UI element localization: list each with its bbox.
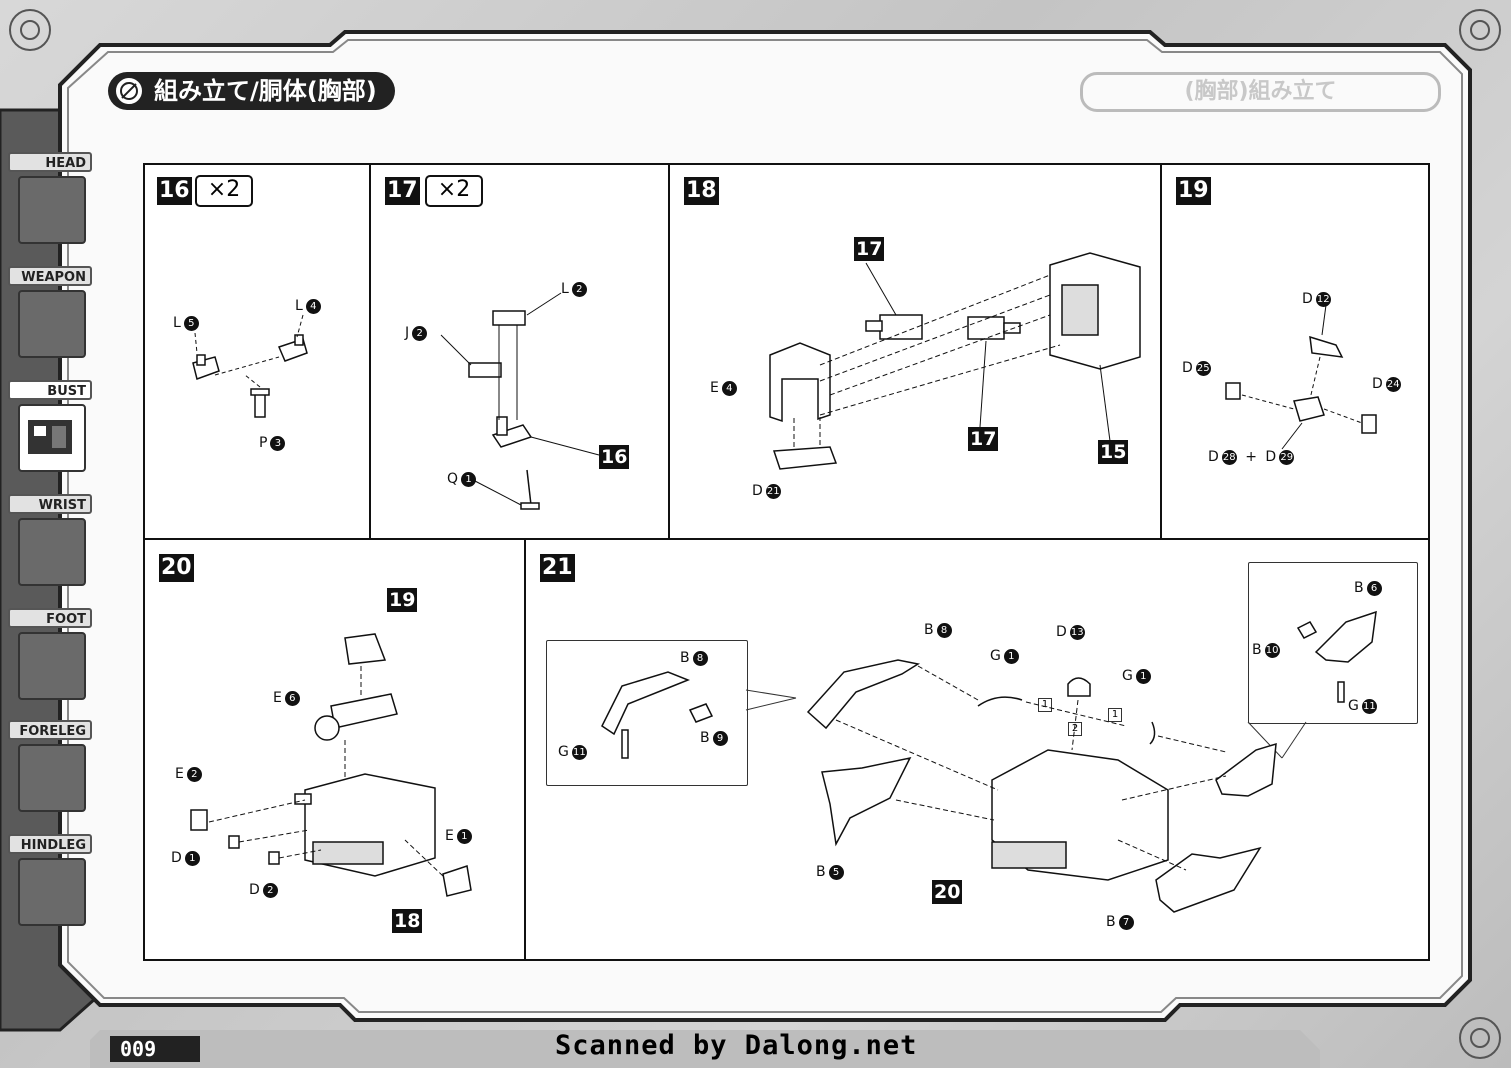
sidebar-item-foot[interactable]: FOOT	[8, 608, 96, 700]
weapon-icon	[18, 290, 86, 358]
step-number: 18	[684, 177, 719, 205]
foot-icon	[18, 632, 86, 700]
detail-inset	[546, 640, 748, 786]
gear-icon	[114, 76, 144, 106]
sidebar-item-label: WRIST	[8, 494, 92, 514]
scan-credit: Scanned by Dalong.net	[555, 1030, 918, 1061]
step-reference: 20	[932, 880, 963, 904]
step-number: 17	[385, 177, 420, 205]
step-number: 21	[540, 554, 575, 582]
sequence-number: 1	[1038, 698, 1052, 712]
sidebar-item-wrist[interactable]: WRIST	[8, 494, 96, 586]
head-icon	[18, 176, 86, 244]
step-reference: 19	[387, 588, 418, 612]
page-title: 組み立て/胴体(胸部)	[108, 72, 395, 110]
sidebar-item-label: FORELEG	[8, 720, 92, 740]
step-19-diagram	[1225, 304, 1377, 450]
sidebar-item-bust[interactable]: BUST	[8, 380, 96, 472]
sidebar-item-label: HINDLEG	[8, 834, 92, 854]
step-16-diagram	[192, 314, 308, 418]
sidebar-item-hindleg[interactable]: HINDLEG	[8, 834, 96, 926]
step-18-diagram	[769, 252, 1141, 470]
sidebar-item-weapon[interactable]: WEAPON	[8, 266, 96, 358]
step-reference: 18	[392, 909, 423, 933]
sidebar-item-foreleg[interactable]: FORELEG	[8, 720, 96, 812]
quantity-multiplier: ×2	[195, 175, 253, 207]
hindleg-icon	[18, 858, 86, 926]
sidebar-item-label: HEAD	[8, 152, 92, 172]
ghost-title: (胸部)組み立て	[1080, 72, 1441, 112]
step-number: 16	[157, 177, 192, 205]
sequence-number: 1	[1108, 708, 1122, 722]
step-reference: 17	[968, 427, 999, 451]
step-20-diagram	[190, 633, 472, 897]
page-number: 009	[110, 1036, 200, 1062]
sidebar-item-label: FOOT	[8, 608, 92, 628]
step-reference: 17	[854, 237, 885, 261]
step-17-diagram	[440, 292, 600, 510]
step-reference: 16	[599, 445, 630, 469]
step-number: 19	[1176, 177, 1211, 205]
sidebar-item-label: BUST	[8, 380, 92, 400]
foreleg-icon	[18, 744, 86, 812]
step-21-diagram	[601, 610, 1377, 913]
bust-icon	[18, 404, 86, 472]
sidebar-item-label: WEAPON	[8, 266, 92, 286]
sidebar-item-head[interactable]: HEAD	[8, 152, 96, 244]
quantity-multiplier: ×2	[425, 175, 483, 207]
step-number: 20	[159, 554, 194, 582]
step-reference: 15	[1098, 440, 1129, 464]
wrist-icon	[18, 518, 86, 586]
